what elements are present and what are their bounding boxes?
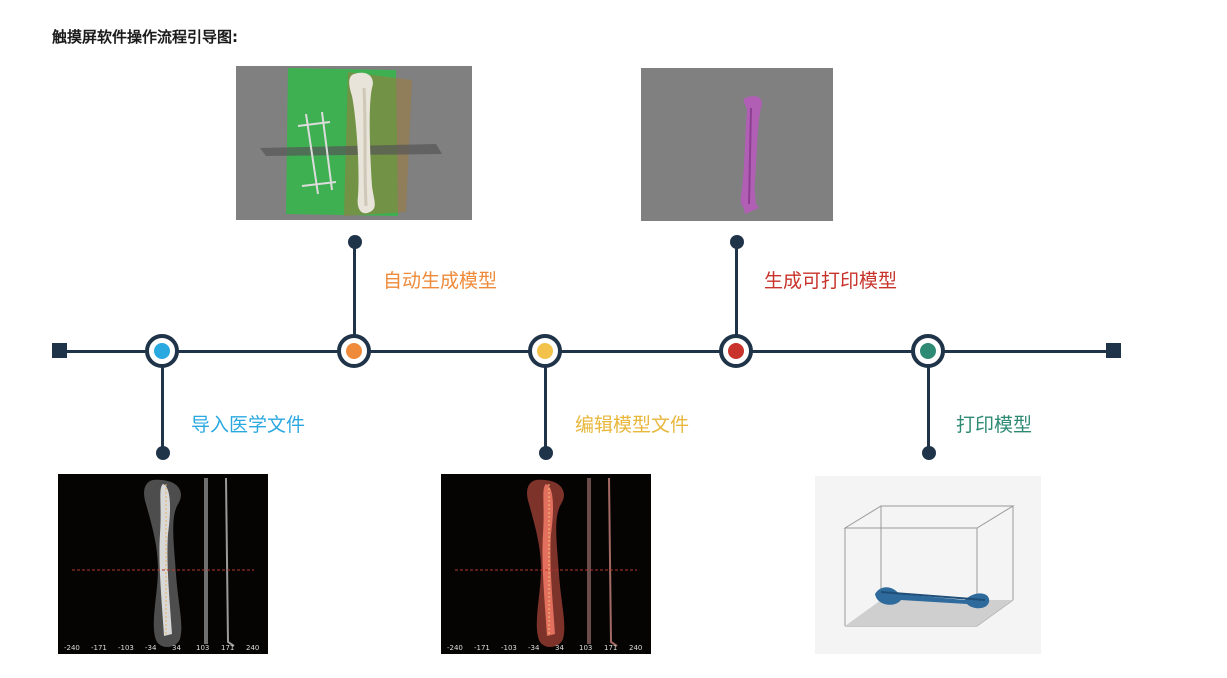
stem-dot-step-4 <box>730 235 744 249</box>
printable-model-image <box>641 68 833 221</box>
step-label-4: 生成可打印模型 <box>764 270 898 292</box>
stem-step-5 <box>927 366 930 454</box>
stem-dot-step-2 <box>348 235 362 249</box>
edit-tick-2: -103 <box>501 644 517 652</box>
stem-step-1 <box>161 366 164 454</box>
ct-tick-2: -103 <box>118 644 134 652</box>
ct-scan-image: -240 -171 -103 -34 34 103 171 240 <box>58 474 268 654</box>
node-step-5 <box>911 334 945 368</box>
step-label-5: 打印模型 <box>956 414 1033 436</box>
edit-tick-6: 171 <box>604 644 617 652</box>
ct-tick-5: 103 <box>196 644 209 652</box>
node-step-1-dot <box>154 343 170 359</box>
stem-step-4 <box>735 242 738 336</box>
edit-tick-3: -34 <box>528 644 540 652</box>
node-step-2-dot <box>346 343 362 359</box>
node-step-3-dot <box>537 343 553 359</box>
ct-tick-6: 171 <box>221 644 234 652</box>
3d-model-image <box>236 66 472 220</box>
timeline-end-cap <box>1106 343 1121 358</box>
edit-tick-1: -171 <box>474 644 490 652</box>
node-step-4-dot <box>728 343 744 359</box>
stem-step-3 <box>544 366 547 454</box>
edit-tick-4: 34 <box>555 644 564 652</box>
printer-preview-image <box>815 476 1041 654</box>
step-label-1: 导入医学文件 <box>191 414 306 436</box>
step-label-3: 编辑模型文件 <box>575 414 690 436</box>
node-step-1 <box>145 334 179 368</box>
node-step-2 <box>337 334 371 368</box>
ct-tick-4: 34 <box>172 644 181 652</box>
ct-tick-1: -171 <box>91 644 107 652</box>
timeline-start-cap <box>52 343 67 358</box>
edit-tick-0: -240 <box>447 644 463 652</box>
page-title: 触摸屏软件操作流程引导图: <box>52 28 238 46</box>
stem-step-2 <box>353 242 356 336</box>
edit-tick-5: 103 <box>579 644 592 652</box>
edited-scan-image: -240 -171 -103 -34 34 103 171 240 <box>441 474 651 654</box>
ct-tick-7: 240 <box>246 644 259 652</box>
stem-dot-step-3 <box>539 446 553 460</box>
ct-tick-0: -240 <box>64 644 80 652</box>
node-step-5-dot <box>920 343 936 359</box>
edit-tick-7: 240 <box>629 644 642 652</box>
node-step-4 <box>719 334 753 368</box>
timeline-line <box>57 350 1117 353</box>
ct-tick-3: -34 <box>145 644 157 652</box>
node-step-3 <box>528 334 562 368</box>
stem-dot-step-1 <box>156 446 170 460</box>
stem-dot-step-5 <box>922 446 936 460</box>
step-label-2: 自动生成模型 <box>383 270 498 292</box>
